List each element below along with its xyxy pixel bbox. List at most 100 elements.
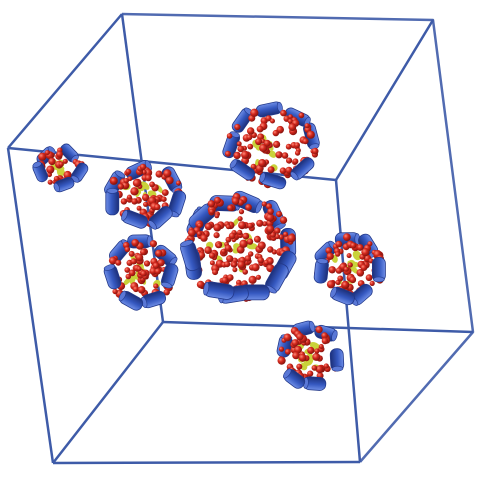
bead: [237, 229, 243, 235]
bead: [207, 200, 216, 208]
bead: [312, 352, 321, 361]
bead: [225, 224, 231, 230]
cluster-upper-left: [104, 159, 187, 230]
bead: [294, 150, 301, 156]
bead: [237, 145, 245, 153]
bead: [343, 233, 351, 242]
bead: [246, 134, 253, 141]
rod-segment: [371, 256, 386, 283]
bead: [266, 225, 275, 233]
bead: [143, 201, 149, 207]
bead: [115, 259, 122, 266]
bead: [356, 244, 364, 251]
bead: [361, 248, 370, 257]
rod-segment: [330, 286, 355, 306]
core-segment: [57, 168, 65, 177]
bead: [232, 267, 238, 273]
bead: [236, 141, 242, 147]
bead: [267, 246, 274, 253]
bead: [302, 138, 309, 145]
bead: [276, 211, 283, 218]
bead: [265, 115, 272, 122]
bead: [267, 208, 274, 215]
core-segment: [352, 250, 362, 261]
bead: [273, 140, 281, 148]
core-segment: [300, 362, 308, 371]
bead: [356, 269, 365, 277]
bead: [216, 243, 222, 249]
bead: [349, 276, 357, 284]
bead: [209, 208, 215, 215]
bead: [311, 147, 319, 155]
bead: [137, 286, 146, 294]
bead: [263, 139, 271, 147]
bead: [341, 281, 349, 289]
bead: [321, 332, 328, 339]
bead: [139, 163, 147, 171]
core-segment: [351, 261, 360, 268]
bead: [274, 233, 280, 240]
bead: [367, 241, 373, 247]
bead: [307, 370, 314, 377]
bead: [214, 196, 221, 204]
bead: [124, 267, 131, 273]
bead: [123, 178, 129, 184]
bead: [288, 114, 293, 119]
bead: [242, 232, 250, 240]
bead: [335, 251, 341, 257]
bead: [275, 151, 283, 159]
bead: [212, 269, 219, 276]
bead: [130, 258, 137, 265]
bead: [131, 198, 138, 205]
bead: [149, 267, 157, 275]
bead: [296, 363, 303, 370]
bead: [154, 203, 161, 211]
bead: [307, 346, 315, 354]
bead: [246, 238, 254, 245]
bead: [274, 227, 281, 234]
bead: [228, 232, 236, 240]
bead: [47, 179, 53, 185]
bead: [237, 260, 246, 269]
bead: [255, 138, 263, 146]
bead: [365, 274, 373, 282]
bead: [278, 346, 285, 352]
bead: [163, 169, 172, 178]
bead: [277, 356, 286, 365]
bead: [153, 283, 159, 289]
bead: [130, 187, 139, 196]
bead: [120, 198, 128, 205]
bead: [155, 170, 163, 178]
bead: [145, 174, 152, 182]
bead: [163, 289, 170, 296]
bead: [306, 130, 315, 139]
bead: [128, 250, 135, 257]
bead: [112, 288, 118, 295]
core-segment: [140, 181, 150, 190]
bead: [213, 232, 220, 239]
bead: [284, 348, 291, 355]
bead: [149, 181, 156, 188]
bead: [154, 268, 162, 275]
bead: [314, 348, 320, 354]
cluster-top-right: [222, 101, 320, 190]
bead: [161, 196, 167, 202]
bead: [161, 189, 169, 197]
bead: [53, 175, 60, 182]
bead: [265, 203, 272, 210]
cluster-center: [180, 190, 297, 304]
bead: [369, 280, 375, 286]
box-back-face: [121, 12, 475, 463]
bead: [214, 213, 220, 219]
bead: [125, 168, 132, 175]
bead: [256, 125, 264, 133]
bead: [296, 332, 304, 341]
rod-segment: [53, 176, 75, 193]
bead: [285, 143, 292, 150]
box-edge: [6, 147, 55, 464]
bead: [287, 234, 296, 243]
bead: [196, 231, 202, 237]
bead: [343, 266, 349, 272]
bead: [270, 118, 275, 124]
bead: [44, 150, 50, 156]
